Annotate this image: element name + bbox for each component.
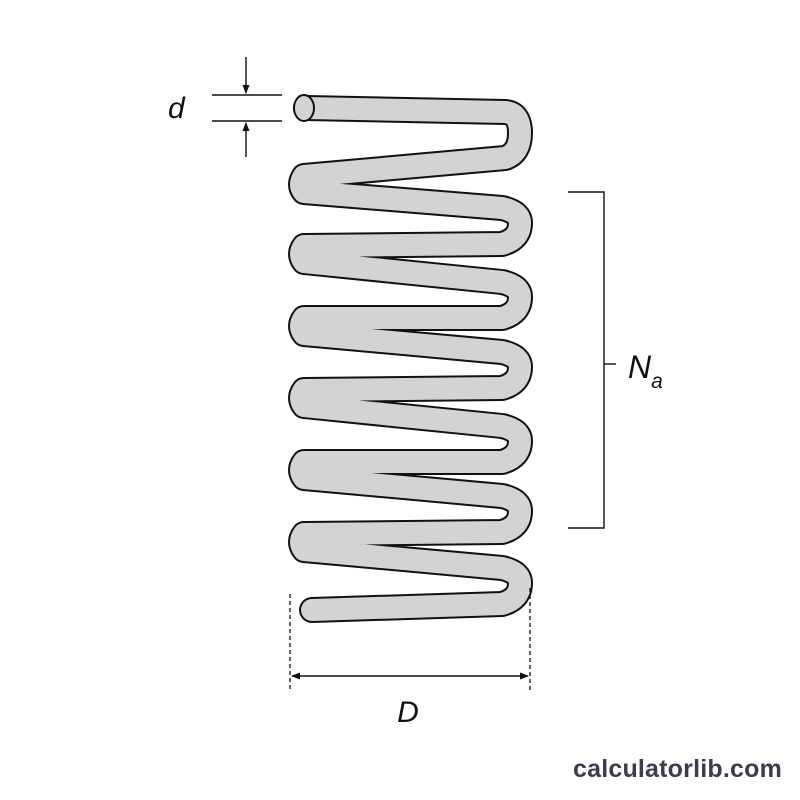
active-coils-label-main: N — [628, 349, 652, 385]
active-coils-bracket: Na — [568, 191, 663, 529]
active-coils-label: Na — [628, 349, 663, 393]
mean-diameter-label: D — [397, 696, 419, 729]
wire-diameter-label: d — [168, 92, 186, 125]
wire-end-cross-section — [293, 94, 315, 122]
spring-coil — [288, 94, 533, 623]
coil-fill — [290, 97, 531, 621]
mean-diameter-dimension: D — [289, 588, 531, 729]
wire-diameter-dimension: d — [168, 57, 282, 157]
active-coils-label-subscript: a — [651, 370, 663, 393]
brand-watermark: calculatorlib.com — [572, 755, 782, 783]
